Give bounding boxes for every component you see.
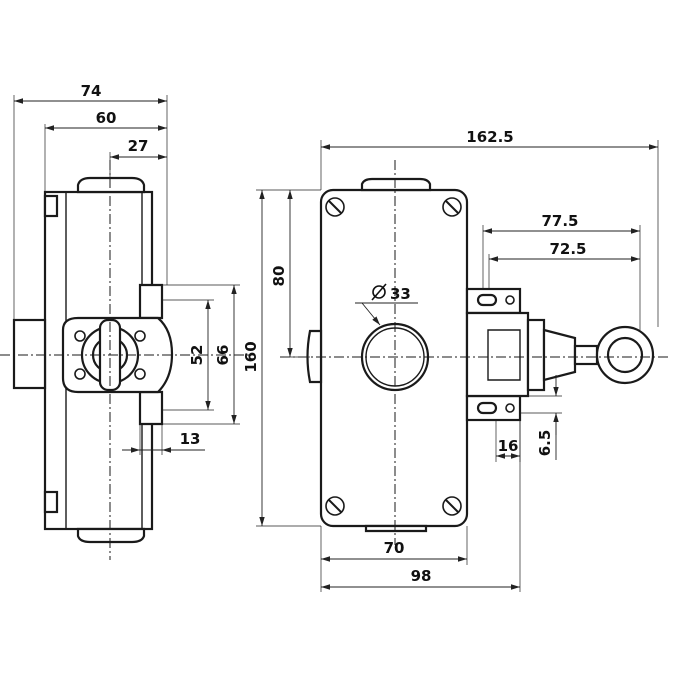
front-actuator-shaft <box>573 344 599 366</box>
side-screw-icon <box>134 368 146 380</box>
front-actuator-neck <box>526 318 546 392</box>
side-dimensions: 74 60 27 52 66 13 <box>13 82 240 455</box>
front-actuator-inner <box>487 329 521 381</box>
dim-label-98: 98 <box>411 567 432 585</box>
dim-label-77-5: 77.5 <box>541 212 578 230</box>
side-clip-top <box>43 194 59 218</box>
dim-label-80: 80 <box>270 266 288 287</box>
dim-label-diameter: 33 <box>390 285 411 303</box>
front-bottom-cap <box>364 524 428 533</box>
side-screw-icon <box>74 330 86 342</box>
dim-label-60: 60 <box>96 109 117 127</box>
front-bracket-slot-lower <box>476 401 498 415</box>
side-bottom-cap <box>76 527 146 544</box>
side-cable-gland <box>12 318 47 390</box>
dim-label-13: 13 <box>180 430 201 448</box>
bracket-screw-icon <box>505 403 515 413</box>
side-screw-icon <box>74 368 86 380</box>
dim-label-74: 74 <box>81 82 102 100</box>
bracket-screw-icon <box>505 295 515 305</box>
front-view <box>280 160 670 545</box>
dim-label-160: 160 <box>242 341 260 372</box>
side-bracket-lower <box>138 390 164 426</box>
front-pull-ring-inner <box>606 336 644 374</box>
side-clip-bottom <box>43 490 59 514</box>
front-top-cap <box>360 177 432 192</box>
dim-label-66: 66 <box>214 345 232 366</box>
front-actuator-taper <box>542 328 577 382</box>
front-bracket-slot-upper <box>476 293 498 307</box>
dim-label-52: 52 <box>188 345 206 366</box>
front-corner-screws <box>325 197 462 516</box>
dim-label-16: 16 <box>498 437 519 455</box>
diameter-icon <box>371 283 387 301</box>
front-actuator-housing <box>465 311 530 398</box>
side-bracket-upper <box>138 283 164 320</box>
side-top-cap <box>76 176 146 194</box>
front-dimensions: 162.5 77.5 72.5 160 80 33 16 6.5 <box>242 128 659 592</box>
dim-label-27: 27 <box>128 137 149 155</box>
side-view <box>0 160 250 560</box>
dim-label-6-5: 6.5 <box>536 430 554 457</box>
side-screw-icon <box>134 330 146 342</box>
dim-label-162-5: 162.5 <box>466 128 513 146</box>
dim-label-72-5: 72.5 <box>549 240 586 258</box>
front-gland-nut <box>306 329 323 384</box>
dim-label-70: 70 <box>384 539 405 557</box>
